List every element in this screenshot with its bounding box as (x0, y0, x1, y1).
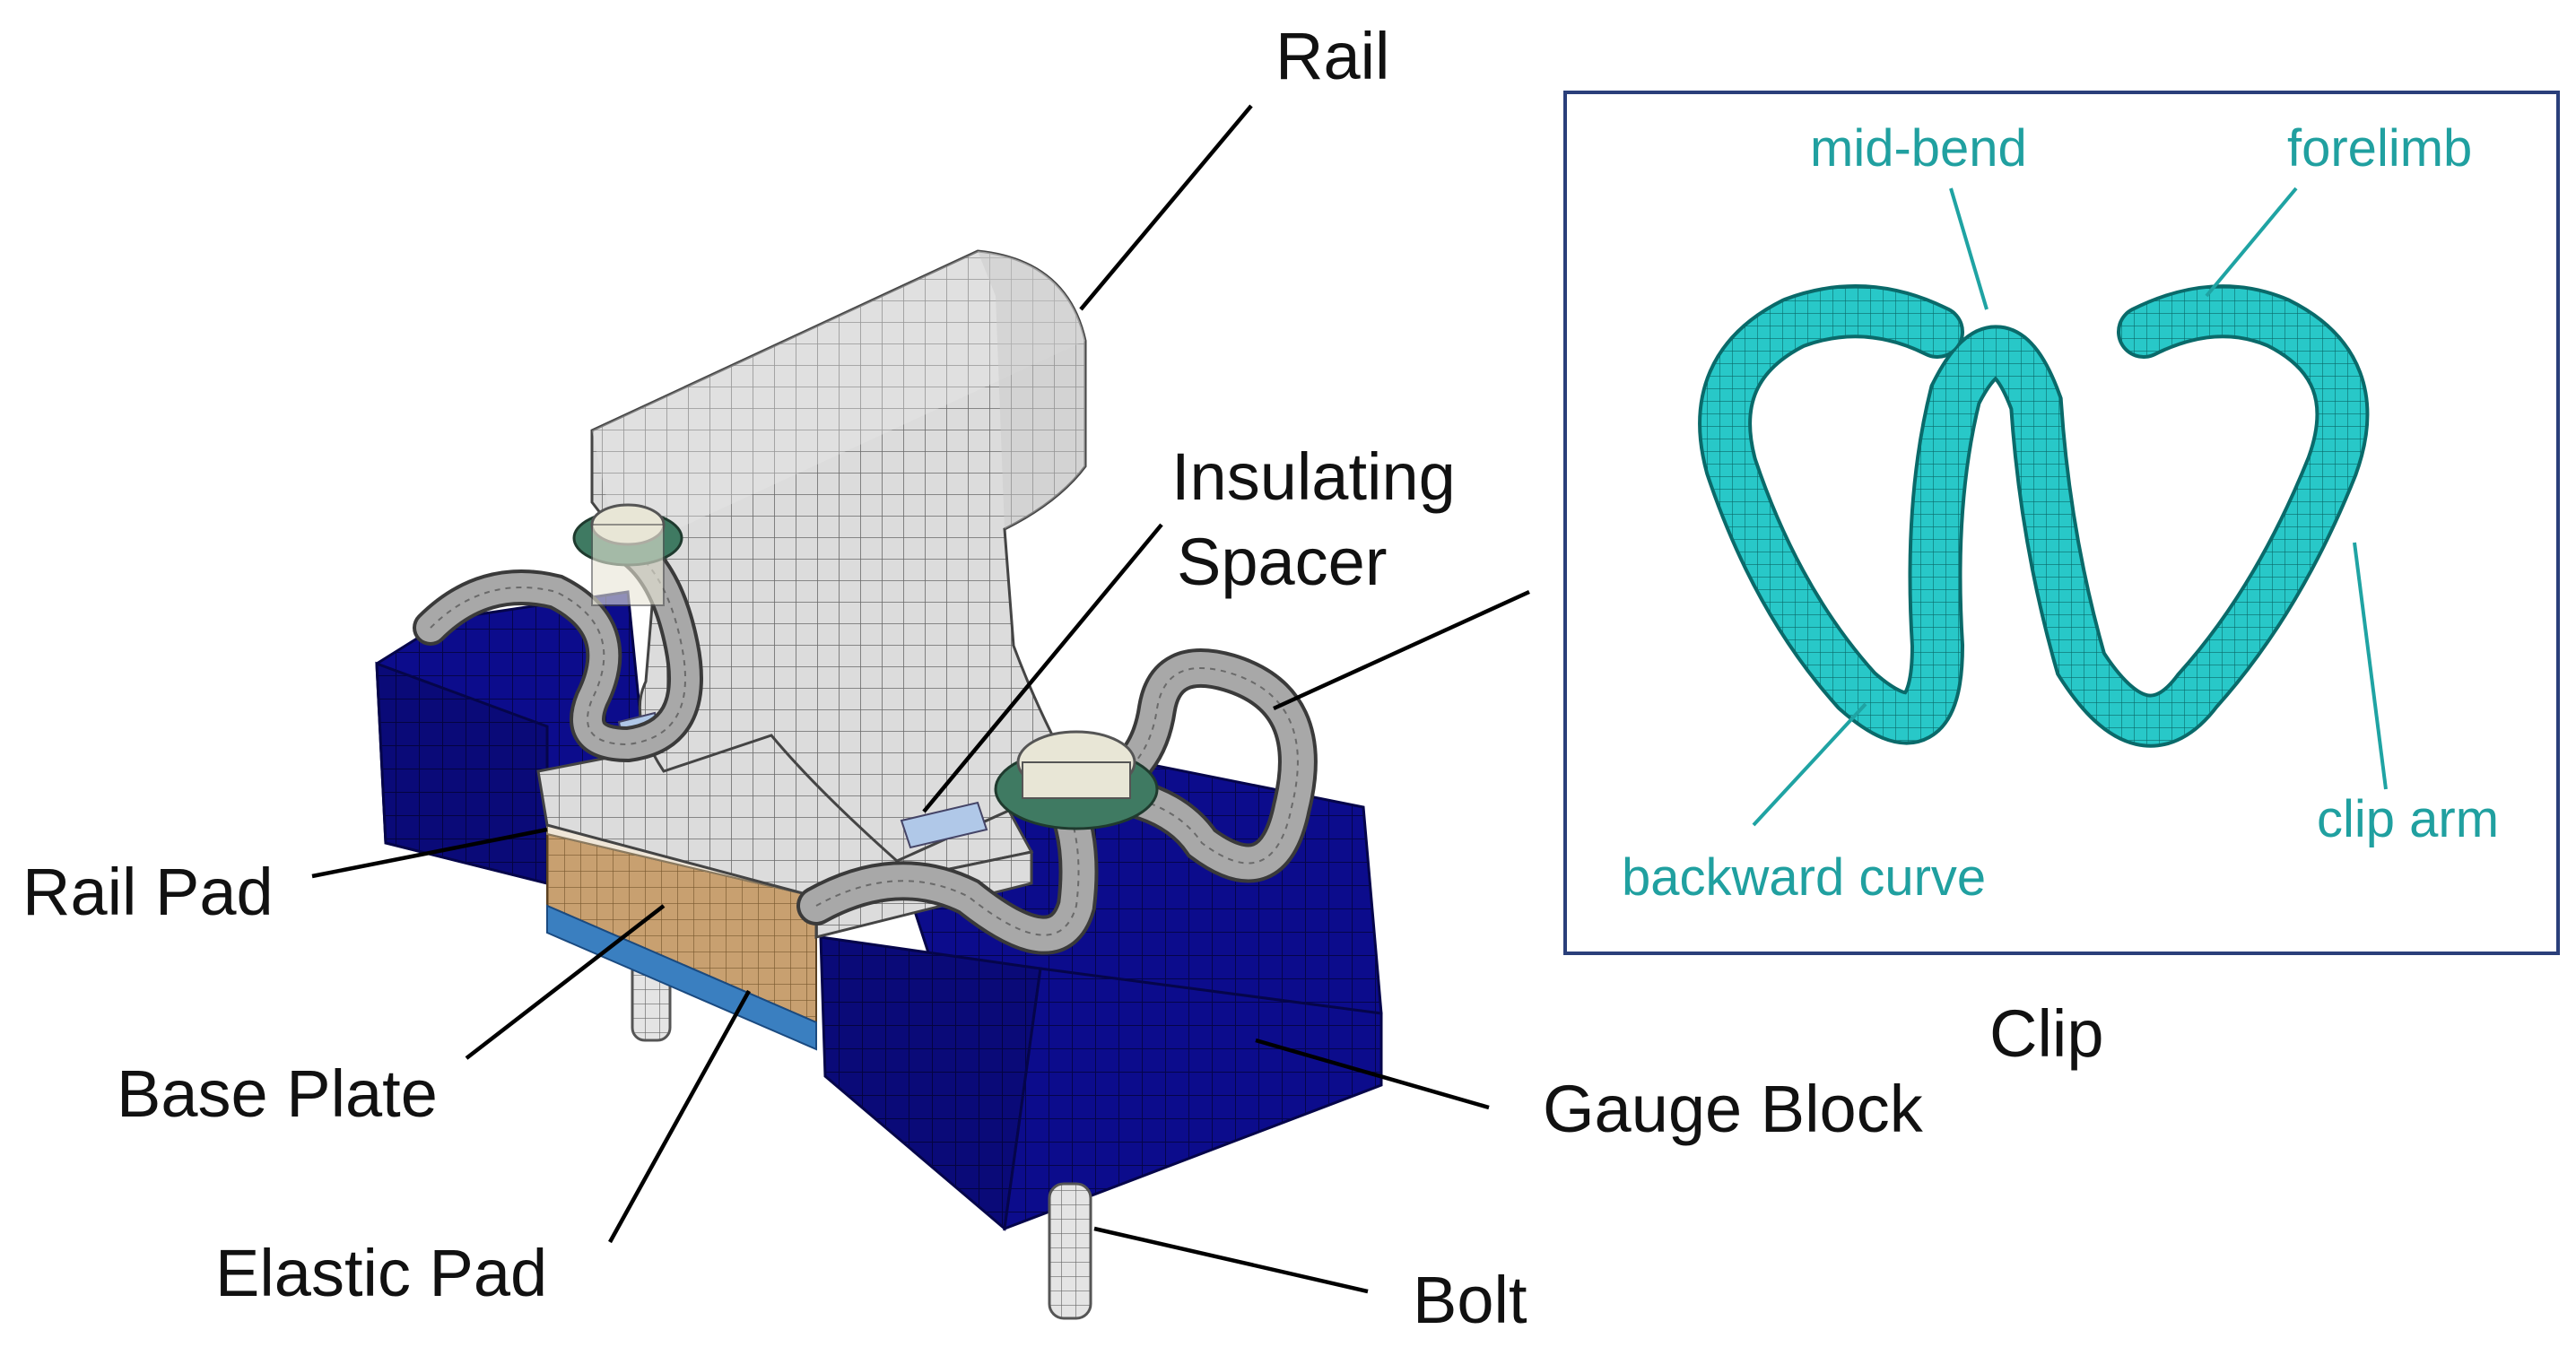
label-base-plate: Base Plate (117, 1056, 438, 1131)
clip-left (413, 520, 703, 763)
label-gauge-block: Gauge Block (1543, 1072, 1924, 1146)
clip-inset: mid-bend forelimb clip arm backward curv… (1563, 91, 2560, 955)
washer-nut-left (572, 503, 683, 606)
gauge-block-left (375, 590, 648, 885)
label-forelimb: forelimb (2287, 119, 2472, 178)
label-bolt: Bolt (1413, 1263, 1527, 1337)
label-rail: Rail (1275, 19, 1389, 93)
label-clip-caption: Clip (1989, 996, 2103, 1071)
bolt-bottom-right (1048, 1182, 1092, 1320)
clip-3d-model (1698, 284, 2370, 748)
insulating-spacer (900, 801, 988, 849)
fastening-model (375, 249, 1383, 1320)
label-clip-arm: clip arm (2317, 790, 2499, 848)
label-elastic-pad: Elastic Pad (215, 1236, 547, 1310)
washer-nut-right (994, 730, 1159, 830)
leader-lines (311, 104, 1530, 1294)
label-rail-pad: Rail Pad (22, 855, 274, 929)
label-backward-curve: backward curve (1622, 848, 1986, 907)
rail-body (590, 249, 1087, 863)
label-mid-bend: mid-bend (1810, 119, 2027, 178)
clip-right (796, 648, 1318, 955)
label-spacer: Spacer (1177, 525, 1387, 599)
label-insulating: Insulating (1171, 439, 1456, 514)
